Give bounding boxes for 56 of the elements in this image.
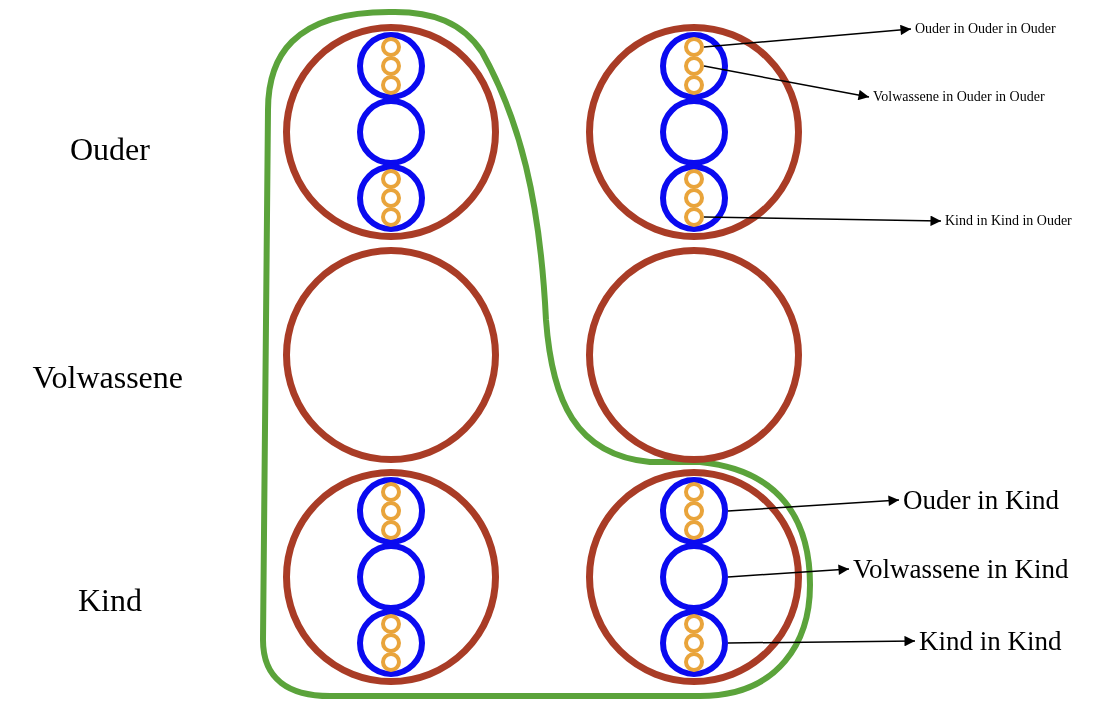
outer-circle [283,469,499,685]
inner-circle [684,614,704,634]
inner-circle [381,614,401,634]
middle-circle [357,32,425,100]
inner-circle [684,652,704,672]
middle-circle [357,164,425,232]
middle-circle [357,609,425,677]
middle-circle [660,609,728,677]
inner-circle [381,188,401,208]
inner-circle [684,169,704,189]
ego-state-label: Kind [78,581,142,620]
annotation-label: Kind in Kind [919,624,1062,658]
middle-circle [660,477,728,545]
outer-circle [586,24,802,240]
inner-circle [381,75,401,95]
inner-circle [684,75,704,95]
middle-circle [660,32,728,100]
middle-circle [660,543,728,611]
outer-circle [283,247,499,463]
inner-circle [684,633,704,653]
ego-state-label: Ouder [70,130,150,169]
leader-arrow [727,564,850,578]
leader-arrow [727,495,900,512]
inner-circle [381,207,401,227]
inner-circle [684,188,704,208]
inner-circle [381,501,401,521]
annotation-label: Kind in Kind in Ouder [945,212,1072,230]
outer-circle [586,469,802,685]
inner-circle [381,37,401,57]
leader-arrow [703,65,870,101]
middle-circle [660,98,728,166]
annotation-label: Ouder in Kind [903,483,1059,517]
middle-circle [357,543,425,611]
middle-circle [357,477,425,545]
inner-circle [684,520,704,540]
annotation-label: Ouder in Ouder in Ouder [915,20,1056,38]
inner-circle [381,633,401,653]
inner-circle [684,37,704,57]
inner-circle [381,56,401,76]
middle-circle [357,98,425,166]
inner-circle [684,207,704,227]
annotation-label: Volwassene in Ouder in Ouder [873,88,1045,106]
leader-arrow [727,635,916,647]
inner-circle [381,520,401,540]
inner-circle [381,652,401,672]
inner-circle [684,56,704,76]
annotation-label: Volwassene in Kind [853,552,1069,586]
inner-circle [684,501,704,521]
outer-circle [283,24,499,240]
outer-circle [586,247,802,463]
middle-circle [660,164,728,232]
inner-circle [684,482,704,502]
inner-circle [381,169,401,189]
ego-state-label: Volwassene [32,358,183,397]
inner-circle [381,482,401,502]
leader-arrow [703,24,912,48]
